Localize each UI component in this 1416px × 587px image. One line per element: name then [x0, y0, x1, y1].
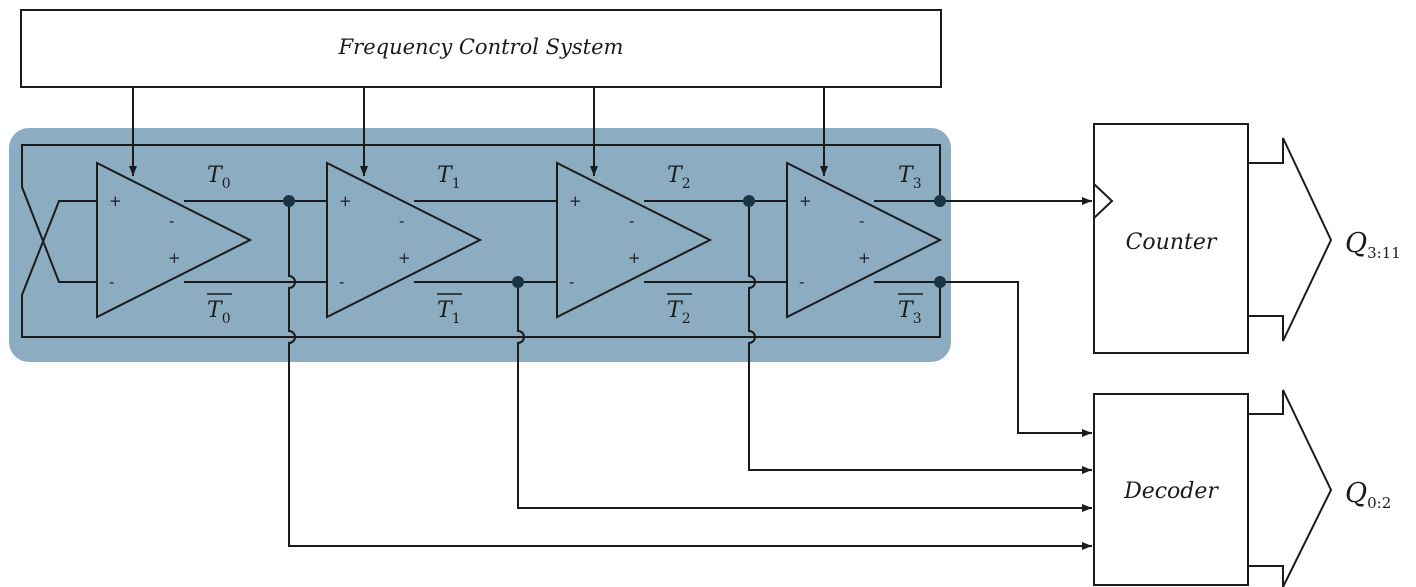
junction-t2 — [743, 195, 755, 207]
junction-t0 — [283, 195, 295, 207]
counter-label: Counter — [1126, 230, 1218, 255]
ring-oscillator-highlight — [9, 128, 951, 362]
svg-text:+: + — [569, 192, 582, 210]
svg-text:-: - — [399, 212, 404, 230]
svg-text:-: - — [569, 273, 574, 291]
frequency-control-box — [20, 9, 942, 88]
amplifier-stage-0: + - - + — [96, 161, 253, 319]
label-t3bar: T3 — [898, 298, 922, 327]
decoder-box — [1093, 393, 1249, 586]
junction-t1bar — [512, 276, 524, 288]
tap-wire-t2 — [748, 201, 1092, 474]
junction-dots — [283, 195, 946, 288]
feedback-wire-bottom — [21, 200, 941, 338]
clock-input-icon — [1093, 183, 1114, 219]
svg-text:-: - — [859, 212, 864, 230]
amplifier-stage-1: + - - + — [326, 161, 483, 319]
decoder-tap-wires — [288, 197, 1092, 550]
label-t1bar: T1 — [437, 298, 461, 327]
amplifier-0 — [96, 161, 253, 319]
svg-text:+: + — [398, 249, 411, 267]
feedback-wire-top — [21, 144, 941, 283]
counter-block: Counter Q3:11 — [1093, 123, 1401, 354]
frequency-control-label: Frequency Control System — [338, 35, 624, 59]
svg-text:+: + — [109, 192, 122, 210]
label-t0: T0 — [207, 163, 231, 192]
label-t2: T2 — [667, 163, 691, 192]
svg-text:-: - — [169, 212, 174, 230]
svg-text:-: - — [629, 212, 634, 230]
decoder-output-label: Q0:2 — [1345, 478, 1391, 512]
amplifier-3 — [786, 161, 943, 319]
decoder-output-bus-arrow — [1247, 389, 1333, 587]
svg-text:-: - — [339, 273, 344, 291]
svg-text:+: + — [628, 249, 641, 267]
svg-text:-: - — [109, 273, 114, 291]
label-t2bar: T2 — [667, 298, 691, 327]
control-arrows — [129, 87, 828, 176]
counter-output-label: Q3:11 — [1345, 228, 1401, 262]
decoder-block: Decoder Q0:2 — [1093, 389, 1391, 587]
amplifier-2 — [556, 161, 713, 319]
tap-wire-t1bar — [517, 282, 1092, 512]
label-t1: T1 — [437, 163, 461, 192]
svg-text:+: + — [799, 192, 812, 210]
svg-text:-: - — [799, 273, 804, 291]
ring-wires — [21, 144, 941, 338]
svg-text:+: + — [858, 249, 871, 267]
counter-output-bus-arrow — [1247, 137, 1333, 342]
tap-wire-t0 — [288, 201, 1092, 550]
junction-t3bar — [934, 276, 946, 288]
amplifier-1 — [326, 161, 483, 319]
amplifier-stage-3: + - - + — [786, 161, 943, 319]
junction-t3 — [934, 195, 946, 207]
tap-wire-t3bar — [940, 281, 1092, 437]
amplifier-stage-2: + - - + — [556, 161, 713, 319]
counter-box — [1093, 123, 1249, 354]
svg-text:+: + — [168, 249, 181, 267]
decoder-label: Decoder — [1123, 479, 1219, 504]
label-t3: T3 — [898, 163, 922, 192]
svg-text:+: + — [339, 192, 352, 210]
stage-labels: T0 T1 T2 T3 T0 T1 T2 T3 — [207, 163, 923, 327]
label-t0bar: T0 — [207, 298, 231, 327]
